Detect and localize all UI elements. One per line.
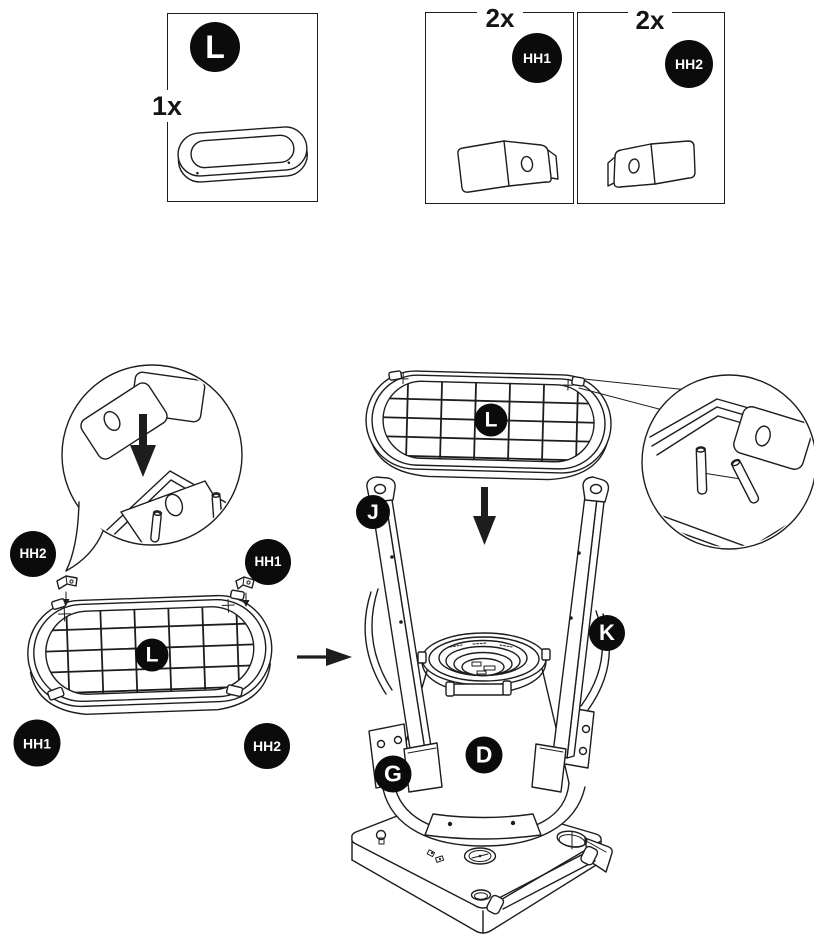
curved-brace-left-drawing (364, 588, 393, 695)
part-badge-l-box: L (190, 22, 240, 72)
part-badge-j: J (356, 495, 390, 529)
part-badge-hh1-bottom-left: HH1 (13, 719, 61, 767)
bracket-hh1-small-drawing (235, 576, 255, 607)
quantity-label-hh2: 2x (628, 5, 672, 35)
assembly-drawing (351, 370, 613, 934)
part-badge-d: D (465, 736, 503, 774)
transfer-arrow-icon (297, 648, 352, 666)
base-screws-drawing (426, 849, 445, 863)
insert-arrow-small-left-icon (62, 591, 70, 606)
part-badge-hh2-bottom-right: HH2 (244, 723, 290, 769)
part-badge-hh2-box: HH2 (665, 40, 713, 88)
strut-right-drawing (531, 476, 610, 793)
part-badge-hh2-top-left: HH2 (10, 531, 56, 577)
strut-left-drawing (366, 476, 443, 793)
bracket-hh1-drawing (457, 140, 559, 193)
part-badge-l-grille-left: L (135, 638, 169, 672)
insert-arrow-bubble-icon (130, 414, 156, 477)
part-badge-hh1-top-right: HH1 (245, 539, 291, 585)
bracket-hh2-drawing (607, 140, 696, 188)
zoom-bubble-right (641, 374, 814, 550)
insert-arrow-icon (473, 487, 496, 545)
part-badge-g: G (374, 755, 412, 793)
ring-part-drawing (177, 126, 308, 183)
part-badge-l-assembly: L (474, 403, 508, 437)
insert-arrow-small-right-icon (242, 592, 250, 607)
part-badge-hh1-box: HH1 (512, 33, 562, 83)
bearing-ring-drawing (417, 632, 551, 697)
leader-line-top (583, 378, 698, 392)
base-handle-drawing (486, 845, 599, 915)
quantity-label-l: 1x (144, 90, 190, 122)
base-gauge-drawing (463, 847, 497, 865)
zoom-bubble-left (61, 364, 243, 572)
parts-box-hh2 (577, 12, 725, 204)
bracket-hh2-small-drawing (56, 575, 78, 606)
part-badge-k: K (589, 615, 625, 651)
quantity-label-hh1: 2x (477, 3, 523, 33)
